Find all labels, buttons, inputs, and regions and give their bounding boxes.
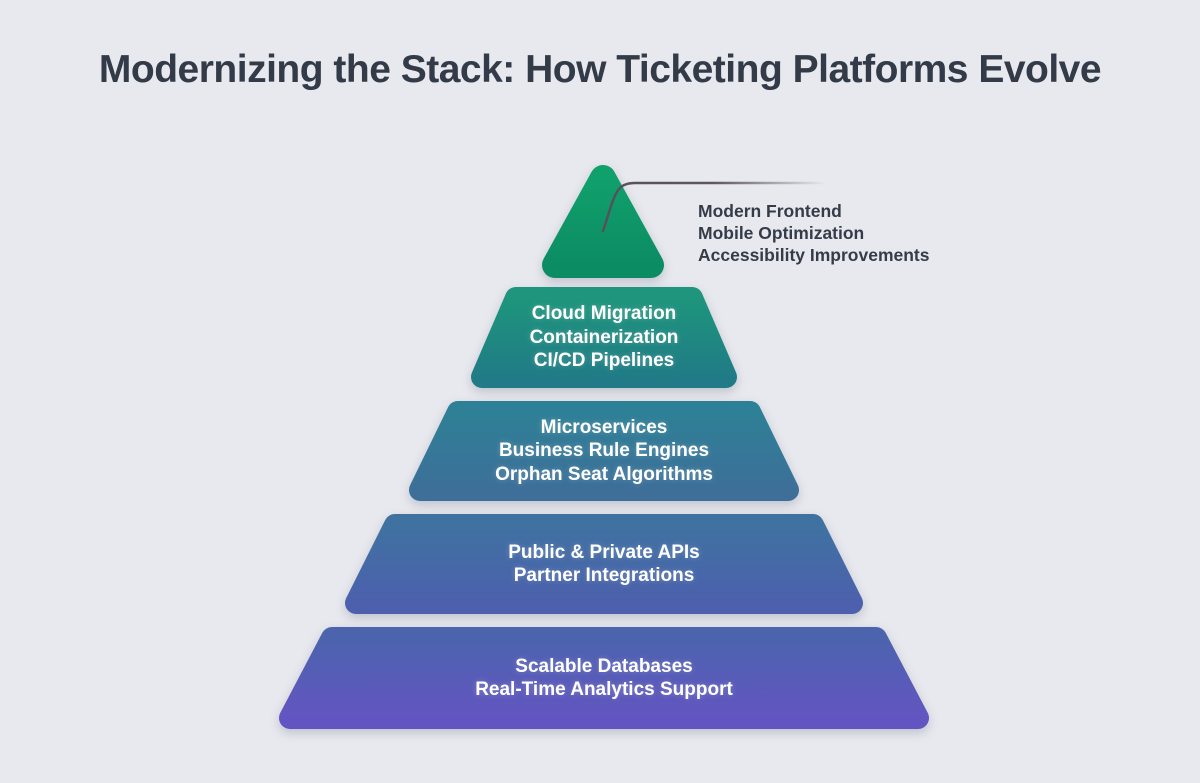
pyramid-tier-services-logic [409, 401, 799, 501]
tier-data-foundation-labels: Scalable Databases Real-Time Analytics S… [304, 627, 904, 729]
page-title: Modernizing the Stack: How Ticketing Pla… [98, 48, 1102, 91]
tier-label-line: Orphan Seat Algorithms [495, 463, 713, 485]
callout-line: Mobile Optimization [698, 223, 865, 243]
tier-label-line: Microservices [540, 416, 668, 438]
tier-label-line: Scalable Databases [515, 655, 693, 677]
callout-line: Modern Frontend [698, 201, 842, 221]
tier-label-line: Business Rule Engines [498, 440, 710, 462]
callout-leader-line [601, 181, 826, 233]
tier-frontend-callout-labels: Modern Frontend Mobile Optimization Acce… [698, 200, 998, 266]
callout-line: Accessibility Improvements [698, 245, 930, 265]
tier-label-line: Real-Time Analytics Support [475, 679, 733, 700]
pyramid-tier-delivery-infrastructure [471, 287, 737, 388]
pyramid-tier-data-foundation [279, 627, 929, 729]
tier-label-line: Partner Integrations [513, 565, 695, 586]
tier-integration-layer-labels: Public & Private APIs Partner Integratio… [354, 514, 854, 614]
tier-services-logic-labels: Microservices Business Rule Engines Orph… [404, 401, 804, 501]
tier-label-line: Containerization [529, 326, 679, 348]
pyramid-tier-integration-layer [345, 514, 863, 614]
tier-label-line: Cloud Migration [531, 303, 677, 325]
tier-delivery-infrastructure-labels: Cloud Migration Containerization CI/CD P… [454, 287, 754, 388]
tier-label-line: Public & Private APIs [508, 541, 700, 563]
pyramid-tier-frontend-experience [542, 165, 664, 278]
tier-label-line: CI/CD Pipelines [533, 350, 675, 372]
